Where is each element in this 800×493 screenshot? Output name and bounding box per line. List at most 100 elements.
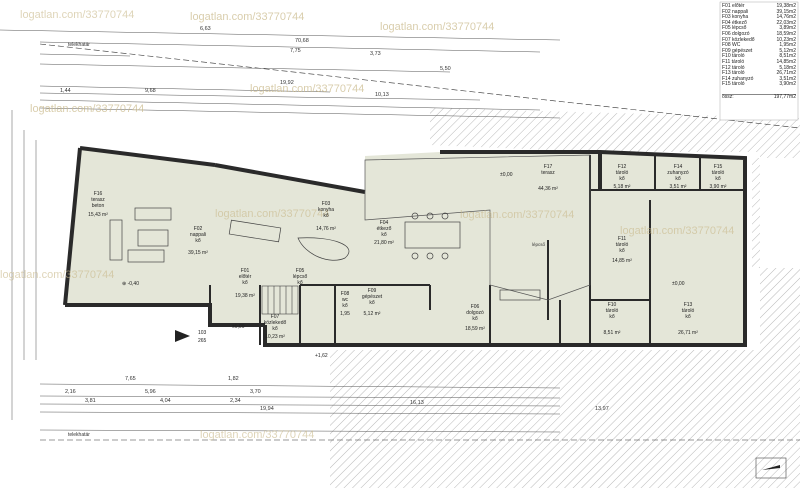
dim-bot-11: 13,97 [595,406,609,412]
svg-text:3,51 m²: 3,51 m² [670,184,687,190]
legend-room-area: 39,15m2 [776,8,796,15]
door-code-265: 265 [198,338,207,344]
watermark-1: logatlan.com/33770744 [190,11,304,23]
staircase [261,285,299,315]
svg-text:F05: F05 [296,268,305,274]
room-f15: F15 tároló kő 3,90 m² [710,164,727,190]
svg-text:8,51 m²: 8,51 m² [604,330,621,336]
legend-total-value: 197,77m2 [773,93,796,100]
legend-room-area: 3,51m2 [779,75,796,82]
svg-text:F10: F10 [608,302,617,308]
svg-text:kő: kő [381,232,387,238]
legend-room-area: 10,23m2 [776,36,796,43]
door-code-103: 103 [198,330,207,336]
svg-text:tároló: tároló [712,170,725,176]
legend-room-label: F01 előtér [722,3,745,9]
fall-arrow-label: ⊕ -0,40 [122,281,139,287]
legend-room-area: 14,76m2 [776,14,796,21]
svg-text:F03: F03 [322,201,331,207]
svg-text:3,90 m²: 3,90 m² [710,184,727,190]
svg-text:beton: beton [92,203,105,209]
legend-room-label: F10 tároló [722,53,745,60]
svg-text:kő: kő [242,280,248,286]
dining-table [404,212,461,260]
legend-row: F01 előtér 19,38m2 [722,3,796,10]
dim-bot-2: 1,82 [228,376,239,382]
legend-room-area: 3,89m2 [779,25,796,32]
svg-text:44,36 m²: 44,36 m² [538,186,558,192]
legend-room-label: F13 tároló [722,70,745,77]
legend-room-label: F09 gépészet [722,47,753,54]
room-f12: F12 tároló kő 5,18 m² [614,164,631,190]
legend-room-area: 14,85m2 [776,58,796,65]
svg-text:dolgozó: dolgozó [466,310,484,316]
svg-text:F13: F13 [684,302,693,308]
floor-level-label-2: ±0,00 [672,281,685,287]
dim-bot-6: 3,81 [85,398,96,404]
site-boundary-label-bottom: telekhatár [68,432,90,438]
legend-room-label: F15 tároló [722,81,745,88]
legend-room-area: 19,38m2 [776,3,796,9]
terrain-hatch-bottom [330,350,520,488]
svg-text:terasz: terasz [541,170,555,176]
dim-top-8: 10,13 [375,92,389,98]
room-f11: F11 tároló kő 14,85 m² [612,236,632,264]
svg-text:tároló: tároló [616,170,629,176]
svg-text:konyha: konyha [318,207,334,213]
svg-text:tároló: tároló [682,308,695,314]
dim-bot-10: 16,13 [410,400,424,406]
svg-text:kő: kő [323,213,329,219]
terrain-hatch-top [430,108,800,126]
room-f09: F09 gépészet kő 5,12 m² [362,288,383,317]
svg-text:tároló: tároló [616,242,629,248]
svg-text:14,76 m²: 14,76 m² [316,226,336,232]
watermark-4: logatlan.com/33770744 [250,83,364,95]
legend-room-label: F11 tároló [722,58,745,65]
svg-text:F15: F15 [714,164,723,170]
floor-level-label-1: ±0,00 [500,172,513,178]
dim-bot-8: 2,34 [230,398,241,404]
svg-text:kő: kő [619,176,625,182]
room-f17: F17 terasz 44,36 m² [538,164,558,192]
svg-text:5,18 m²: 5,18 m² [614,184,631,190]
legend-room-label: F08 WC [722,42,741,49]
svg-text:F01: F01 [241,268,250,274]
dim-top-6: 19,92 [280,80,294,86]
watermark-6: logatlan.com/33770744 [460,209,574,221]
entrance-marker [175,330,190,342]
svg-text:gépészet: gépészet [362,294,383,300]
legend-room-area: 5,18m2 [779,64,796,71]
floor-level-label-3: ±0,00 [232,324,245,330]
svg-text:kő: kő [619,248,625,254]
living-room-furniture [109,207,172,263]
legend-room-label: F05 lépcső [722,25,747,32]
svg-text:F11: F11 [618,236,626,242]
legend-row: F15 tároló 3,90m2 [722,82,796,88]
svg-text:14,85 m²: 14,85 m² [612,258,632,264]
svg-text:18,59 m²: 18,59 m² [465,326,485,332]
watermark-9: logatlan.com/33770744 [200,429,314,441]
room-f16: F16 terasz beton 15,43 m² [88,191,108,218]
svg-text:terasz: terasz [91,197,105,203]
svg-text:kő: kő [715,176,721,182]
svg-text:kő: kő [675,176,681,182]
svg-text:étkező: étkező [377,226,392,232]
svg-text:21,80 m²: 21,80 m² [374,240,394,246]
legend-room-area: 3,90m2 [779,81,796,88]
dim-bot-1: 7,65 [125,376,136,382]
svg-text:F16: F16 [94,191,103,197]
legend-room-label: F03 konyha [722,14,749,21]
north-arrow-icon [755,457,787,479]
room-f06: F06 dolgozó kő 18,59 m² [465,304,485,332]
svg-text:wc: wc [342,297,349,303]
dim-top-4: 3,73 [370,51,381,57]
